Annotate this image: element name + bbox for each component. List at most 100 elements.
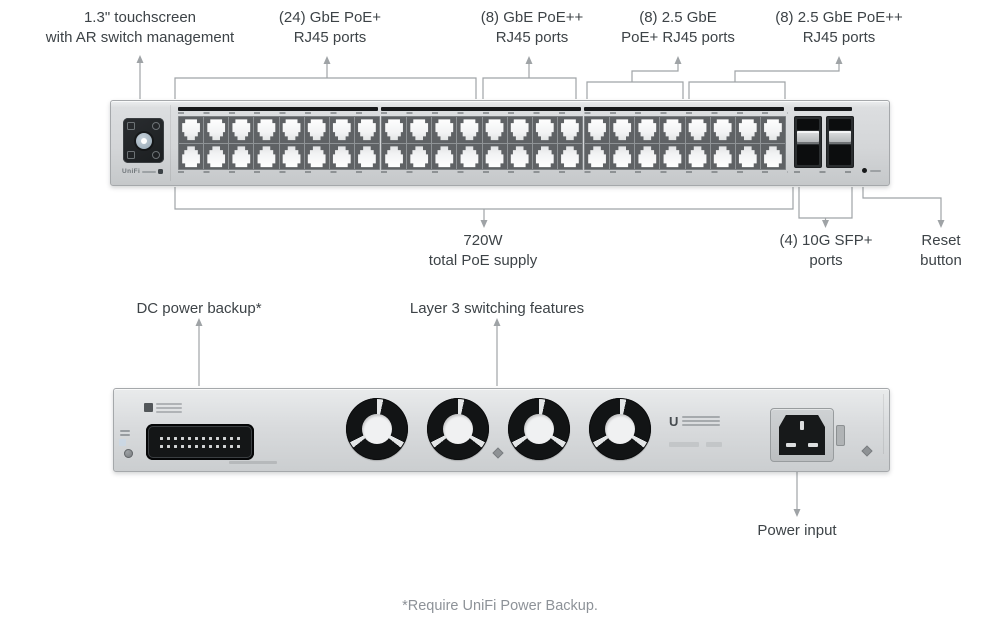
touchscreen-display[interactable] [123, 118, 164, 163]
rj45-port[interactable] [735, 143, 760, 169]
rj45-port[interactable] [354, 117, 379, 143]
cooling-fan [589, 398, 651, 460]
rj45-jack-face [256, 145, 277, 169]
dc-pin-grid [160, 436, 240, 448]
rj45-port[interactable] [432, 143, 457, 169]
rj45-port[interactable] [710, 143, 735, 169]
rj45-port[interactable] [229, 143, 254, 169]
rj45-port[interactable] [507, 143, 532, 169]
sfp-port[interactable] [829, 119, 851, 130]
rj45-jack-face [307, 119, 326, 141]
screen-status-icon [127, 122, 135, 130]
screen-dial[interactable] [135, 132, 152, 149]
led-strip-segment [381, 107, 581, 111]
rj45-jack-face [385, 119, 403, 141]
rj45-port[interactable] [204, 143, 229, 169]
label-poe-supply-line1: 720W [463, 232, 503, 249]
rj45-port[interactable] [557, 143, 582, 169]
ubiquiti-logo-icon: U [669, 414, 679, 429]
callout-line-reset [862, 187, 945, 228]
callout-bracket-sfp [798, 187, 853, 228]
rj45-port[interactable] [304, 143, 329, 169]
dc-pin [202, 444, 205, 448]
rj45-port[interactable] [279, 117, 304, 143]
rj45-port[interactable] [482, 143, 507, 169]
label-dc-backup: DC power backup* [136, 300, 262, 317]
power-cord-clip [836, 425, 845, 446]
rj45-port[interactable] [532, 117, 557, 143]
rj45-port[interactable] [507, 117, 532, 143]
port-number-row-top [178, 112, 788, 114]
rear-brand-logo: U [669, 414, 721, 429]
rj45-port[interactable] [457, 117, 482, 143]
rj45-jack-face [206, 145, 227, 169]
rj45-port[interactable] [407, 143, 432, 169]
rj45-jack-face [384, 145, 405, 169]
dc-pin [181, 444, 184, 448]
rj45-port[interactable] [254, 143, 279, 169]
rj45-port[interactable] [585, 143, 610, 169]
switch-rear-panel: U [113, 388, 890, 472]
rj45-port[interactable] [254, 117, 279, 143]
sfp-port[interactable] [797, 119, 819, 130]
rj45-port[interactable] [204, 117, 229, 143]
rj45-port[interactable] [610, 143, 635, 169]
rj45-jack-face [332, 119, 351, 141]
label-24-gbe-poe-line1: (24) GbE PoE+ [278, 9, 382, 26]
power-socket [779, 415, 825, 455]
callout-line-layer3 [493, 318, 501, 386]
rj45-port[interactable] [279, 143, 304, 169]
rj45-port[interactable] [432, 117, 457, 143]
rj45-port[interactable] [532, 143, 557, 169]
sfp-port[interactable] [829, 145, 851, 165]
rj45-port[interactable] [660, 143, 685, 169]
sfp-port[interactable] [797, 145, 819, 165]
rj45-port[interactable] [660, 117, 685, 143]
dc-pin [181, 436, 184, 440]
rj45-port[interactable] [760, 143, 785, 169]
sfp-cage[interactable] [826, 116, 854, 168]
dc-power-backup-connector[interactable] [146, 424, 254, 460]
callout-bracket-8-25gbe-poep [586, 56, 684, 99]
rj45-port[interactable] [557, 117, 582, 143]
label-reset-line2: button [920, 252, 962, 269]
rj45-port[interactable] [635, 143, 660, 169]
rj45-port[interactable] [710, 117, 735, 143]
chassis-screw [124, 449, 133, 458]
label-layer3: Layer 3 switching features [409, 300, 585, 317]
rj45-port[interactable] [457, 143, 482, 169]
dc-pin [237, 444, 240, 448]
rj45-port[interactable] [482, 117, 507, 143]
rj45-port[interactable] [685, 117, 710, 143]
rj45-port[interactable] [179, 117, 204, 143]
front-brand-text: UniFi [122, 168, 141, 175]
power-input-inlet[interactable] [770, 408, 834, 462]
rj45-port[interactable] [354, 143, 379, 169]
sfp-latch [797, 131, 819, 144]
label-24-gbe-poe-line2: RJ45 ports [293, 29, 367, 46]
reset-button[interactable] [862, 168, 867, 173]
rj45-port[interactable] [635, 117, 660, 143]
rj45-port[interactable] [229, 117, 254, 143]
rj45-port[interactable] [585, 117, 610, 143]
rj45-port[interactable] [179, 143, 204, 169]
chassis-screw [861, 445, 873, 457]
rj45-port[interactable] [685, 143, 710, 169]
rj45-port[interactable] [329, 143, 354, 169]
rj45-port[interactable] [760, 117, 785, 143]
rj45-jack-face [738, 119, 757, 141]
sfp-block [794, 116, 854, 168]
qr-code-icon [144, 403, 153, 412]
rj45-port[interactable] [304, 117, 329, 143]
rj45-port[interactable] [329, 117, 354, 143]
rj45-port[interactable] [382, 143, 407, 169]
rj45-port[interactable] [610, 117, 635, 143]
sfp-cage[interactable] [794, 116, 822, 168]
rj45-jack-face [459, 145, 480, 169]
rj45-jack-face [510, 119, 529, 141]
rj45-port[interactable] [735, 117, 760, 143]
rj45-port[interactable] [382, 117, 407, 143]
rj45-port[interactable] [407, 117, 432, 143]
label-touchscreen: 1.3" touchscreen with AR switch manageme… [46, 8, 234, 48]
rj45-jack-face [613, 119, 632, 141]
